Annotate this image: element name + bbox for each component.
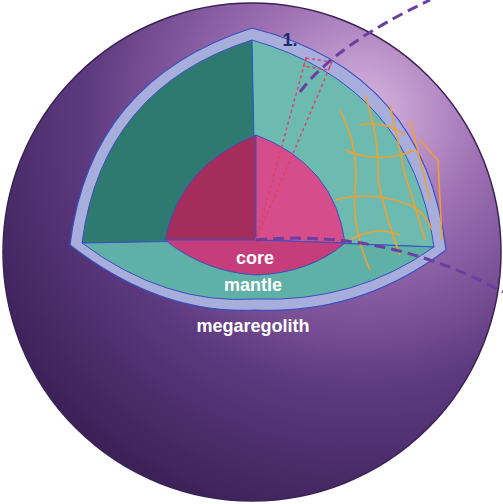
sphere [3,3,501,501]
regolith-band [70,28,446,310]
callout-number: 1. [282,30,297,50]
part-label: mantle [224,275,282,295]
mantle-face [252,40,434,247]
core-face [165,240,345,275]
core-face [165,135,256,240]
dashed-leader [256,0,503,292]
core-face [256,135,345,243]
cracks [335,95,442,270]
mantle-face [82,240,434,300]
mantle-face [82,40,256,243]
column-marker [256,58,332,240]
part-label: core [236,248,274,268]
part-label: megaregolith [196,316,309,336]
